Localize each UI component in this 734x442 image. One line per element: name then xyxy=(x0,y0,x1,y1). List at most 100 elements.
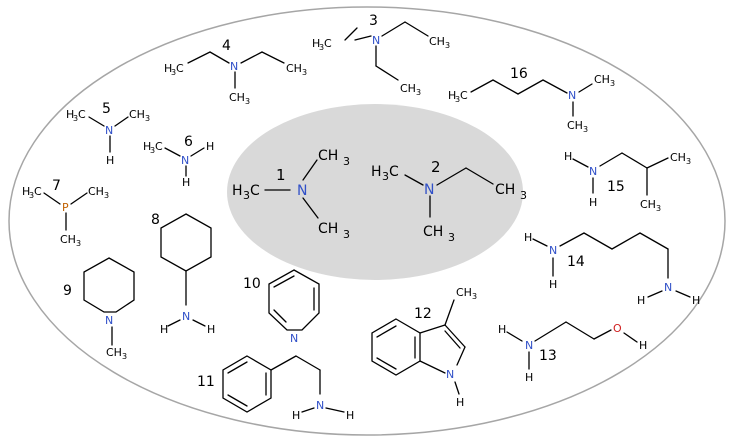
molecule-number: 15 xyxy=(607,179,625,195)
methyl-group: CH 3 xyxy=(640,198,661,213)
atom-label: 3 xyxy=(319,43,324,52)
nitrogen-atom: N xyxy=(181,154,189,167)
hydrogen-atom: H xyxy=(346,409,354,422)
methyl-group: CH 3 xyxy=(106,346,127,361)
molecule-11: 11 N H H xyxy=(197,355,354,422)
methyl-group: CH 3 xyxy=(318,221,350,241)
molecule-number: 1 xyxy=(276,166,286,184)
hydrogen-atom: H xyxy=(524,231,532,244)
bond xyxy=(419,324,446,334)
bond xyxy=(517,79,544,95)
bond xyxy=(436,167,467,186)
bond xyxy=(599,152,623,167)
bond xyxy=(593,329,612,340)
molecule-number: 12 xyxy=(414,306,432,322)
methyl-group: CH 3 xyxy=(88,185,109,200)
bond xyxy=(534,321,567,342)
atom-label: CH xyxy=(400,82,416,95)
outer-ellipse xyxy=(8,6,726,436)
hydrogen-atom: H xyxy=(206,140,214,153)
atom-label: 3 xyxy=(686,157,691,166)
atom-label: CH xyxy=(640,198,656,211)
methyl-group: H 3 C xyxy=(66,108,86,123)
atom-label: C xyxy=(34,185,42,198)
bond xyxy=(83,257,135,313)
molecule-number: 10 xyxy=(243,276,261,292)
atom-label: 3 xyxy=(656,204,661,213)
methyl-group: CH 3 xyxy=(318,148,350,168)
methyl-group: H 3 C xyxy=(164,62,184,77)
hydrogen-atom: H xyxy=(549,278,557,291)
bond xyxy=(273,275,295,288)
bond xyxy=(167,319,181,327)
atom-label: H xyxy=(448,89,456,102)
hydrogen-atom: H xyxy=(456,396,464,409)
molecule-number: 13 xyxy=(539,348,557,364)
atom-label: CH xyxy=(429,35,445,48)
bond xyxy=(295,355,321,371)
methyl-group: H 3 C xyxy=(232,183,260,202)
bond xyxy=(227,361,248,374)
bond xyxy=(381,21,406,37)
bond xyxy=(611,232,641,250)
atom-label: H xyxy=(312,37,320,50)
molecule-8: 8 N H H xyxy=(151,212,215,336)
atom-label: 3 xyxy=(145,114,150,123)
bond xyxy=(542,79,568,94)
bond xyxy=(465,167,494,185)
methyl-group: CH 3 xyxy=(60,233,81,248)
bond xyxy=(301,407,315,413)
nitrogen-atom: N xyxy=(105,314,113,327)
nitrogen-atom: N xyxy=(446,368,454,381)
bond xyxy=(302,197,319,219)
hydrogen-atom: H xyxy=(525,371,533,384)
molecule-10: 10 N xyxy=(243,269,320,345)
bond xyxy=(302,159,318,181)
hydrogen-atom: H xyxy=(637,294,645,307)
bond xyxy=(578,83,593,93)
methyl-group: CH 3 xyxy=(423,224,455,244)
bond xyxy=(70,192,88,205)
nitrogen-atom: N xyxy=(549,244,557,257)
bond xyxy=(559,232,585,247)
bond xyxy=(646,157,669,169)
hydrogen-atom: H xyxy=(639,339,647,352)
atom-label: CH xyxy=(495,182,515,198)
nitrogen-atom: N xyxy=(568,89,576,102)
atom-label: C xyxy=(250,183,260,199)
nitrogen-atom: N xyxy=(182,310,190,323)
bond xyxy=(623,332,638,343)
atom-label: C xyxy=(324,37,332,50)
bond xyxy=(270,355,297,371)
bond xyxy=(376,325,397,338)
atom-label: 3 xyxy=(171,68,176,77)
atom-label: 3 xyxy=(29,191,34,200)
bond xyxy=(227,394,248,407)
hydrogen-atom: H xyxy=(498,323,506,336)
nitrogen-atom: N xyxy=(424,182,434,198)
hydrogen-atom: H xyxy=(292,409,300,422)
bond xyxy=(164,147,181,157)
atom-label: C xyxy=(176,62,184,75)
bond xyxy=(209,51,230,64)
molecule-6: 6 N H H H 3 C xyxy=(143,134,214,189)
atom-label: 3 xyxy=(520,189,527,202)
bond xyxy=(371,318,421,376)
nitrogen-atom: N xyxy=(297,183,307,199)
molecule-4: 4 N H 3 C CH 3 CH 3 xyxy=(164,38,307,106)
molecule-number: 14 xyxy=(567,254,585,270)
atom-label: 3 xyxy=(343,155,350,168)
hydrogen-atom: H xyxy=(160,323,168,336)
bond xyxy=(675,290,691,298)
molecule-number: 3 xyxy=(369,13,378,29)
oxygen-atom: O xyxy=(613,322,622,335)
bond xyxy=(160,213,212,272)
hydrogen-atom: H xyxy=(564,150,572,163)
bond xyxy=(454,381,460,395)
atom-label: 3 xyxy=(382,170,389,183)
atom-label: H xyxy=(22,185,30,198)
molecule-14: 14 H N H N H H xyxy=(524,231,700,307)
atom-label: CH xyxy=(423,224,443,240)
bond xyxy=(192,319,206,327)
